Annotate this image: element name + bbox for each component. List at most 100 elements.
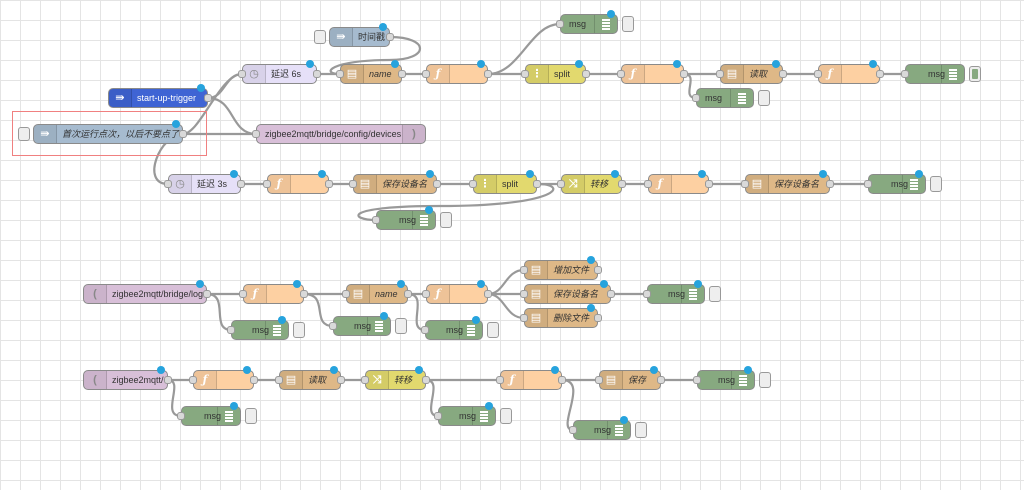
output-port[interactable] (164, 376, 172, 384)
debug-toggle[interactable] (500, 408, 512, 424)
output-port[interactable] (484, 290, 492, 298)
file-node-save[interactable]: ▤ 保存 (595, 366, 665, 390)
output-port[interactable] (179, 130, 187, 138)
debug-node-7[interactable]: msg (421, 316, 499, 340)
mqtt-in-node-plus[interactable]: ( zigbee2mqtt/+ (83, 366, 172, 390)
debug-node-9[interactable]: msg (177, 402, 257, 426)
function-node-3[interactable]: ƒ (814, 60, 884, 84)
input-port[interactable] (275, 376, 283, 384)
switch-node-transfer-1[interactable]: ⤨ 转移 (557, 170, 626, 194)
file-node-read-1[interactable]: ▤ 读取 (716, 60, 787, 84)
input-port[interactable] (814, 70, 822, 78)
output-port[interactable] (313, 70, 321, 78)
input-port[interactable] (557, 180, 565, 188)
input-port[interactable] (329, 322, 337, 330)
input-port[interactable] (595, 376, 603, 384)
inject-node-first-run[interactable]: ⇛ 首次运行点次，以后不要点了 (18, 120, 187, 144)
debug-toggle[interactable] (635, 422, 647, 438)
debug-toggle[interactable] (930, 176, 942, 192)
input-port[interactable] (239, 290, 247, 298)
output-port[interactable] (203, 290, 211, 298)
delay-node-6s[interactable]: ◷ 延迟 6s (238, 60, 321, 84)
debug-toggle[interactable] (759, 372, 771, 388)
split-node-2[interactable]: ⋮ split (469, 170, 541, 194)
debug-toggle[interactable] (709, 286, 721, 302)
output-port[interactable] (422, 376, 430, 384)
function-node-4[interactable]: ƒ (263, 170, 333, 194)
input-port[interactable] (556, 20, 564, 28)
input-port[interactable] (342, 290, 350, 298)
input-port[interactable] (692, 94, 700, 102)
input-port[interactable] (741, 180, 749, 188)
input-port[interactable] (864, 180, 872, 188)
function-node-2[interactable]: ƒ (617, 60, 688, 84)
debug-toggle[interactable] (293, 322, 305, 338)
file-node-save-device-name-3[interactable]: ▤ 保存设备名 (520, 280, 615, 304)
output-port[interactable] (533, 180, 541, 188)
input-port[interactable] (238, 70, 246, 78)
input-port[interactable] (422, 290, 430, 298)
debug-toggle[interactable] (758, 90, 770, 106)
mqtt-in-node-config-devices[interactable]: zigbee2mqtt/bridge/config/devices ) (252, 124, 426, 144)
input-port[interactable] (421, 326, 429, 334)
input-port[interactable] (164, 180, 172, 188)
output-port[interactable] (657, 376, 665, 384)
function-node-1[interactable]: ƒ (422, 60, 492, 84)
debug-node-5[interactable]: msg (227, 316, 305, 340)
debug-node-1[interactable]: msg (692, 88, 770, 108)
inject-node-start-up-trigger[interactable]: ⇛ start-up-trigger (108, 84, 212, 108)
output-port[interactable] (876, 70, 884, 78)
input-port[interactable] (422, 70, 430, 78)
debug-node-3[interactable]: msg (864, 170, 942, 194)
file-node-read-2[interactable]: ▤ 读取 (275, 366, 345, 390)
file-node-save-device-name-2[interactable]: ▤ 保存设备名 (741, 170, 834, 194)
input-port[interactable] (361, 376, 369, 384)
debug-toggle[interactable] (440, 212, 452, 228)
input-port[interactable] (434, 412, 442, 420)
file-node-add-file[interactable]: ▤ 增加文件 (520, 256, 602, 280)
output-port[interactable] (705, 180, 713, 188)
input-port[interactable] (521, 70, 529, 78)
debug-toggle[interactable] (622, 16, 634, 32)
output-port[interactable] (337, 376, 345, 384)
output-port[interactable] (204, 94, 212, 102)
input-port[interactable] (901, 70, 909, 78)
file-node-delete-file[interactable]: ▤ 删除文件 (520, 304, 602, 328)
input-port[interactable] (693, 376, 701, 384)
input-port[interactable] (716, 70, 724, 78)
input-port[interactable] (644, 180, 652, 188)
debug-toggle[interactable] (245, 408, 257, 424)
output-port[interactable] (250, 376, 258, 384)
debug-node-6[interactable]: msg (329, 312, 407, 336)
debug-toggle[interactable] (395, 318, 407, 334)
input-port[interactable] (189, 376, 197, 384)
input-port[interactable] (177, 412, 185, 420)
file-node-name-2[interactable]: ▤ name (342, 280, 412, 304)
output-port[interactable] (779, 70, 787, 78)
debug-toggle[interactable] (969, 66, 981, 82)
function-node-5[interactable]: ƒ (644, 170, 713, 194)
input-port[interactable] (496, 376, 504, 384)
function-node-6[interactable]: ƒ (239, 280, 308, 304)
debug-node-8[interactable]: msg (643, 280, 721, 304)
input-port[interactable] (569, 426, 577, 434)
debug-node-12[interactable]: msg (693, 366, 771, 390)
output-port[interactable] (826, 180, 834, 188)
switch-node-transfer-2[interactable]: ⤨ 转移 (361, 366, 430, 390)
inject-node-timestamp[interactable]: ⇛ 时间戳 (314, 23, 394, 47)
input-port[interactable] (372, 216, 380, 224)
debug-toggle[interactable] (487, 322, 499, 338)
output-port[interactable] (237, 180, 245, 188)
file-node-save-device-name-1[interactable]: ▤ 保存设备名 (349, 170, 441, 194)
delay-node-3s[interactable]: ◷ 延迟 3s (164, 170, 245, 194)
input-port[interactable] (336, 70, 344, 78)
inject-button[interactable] (314, 30, 326, 44)
output-port[interactable] (386, 33, 394, 41)
debug-node-10[interactable]: msg (434, 402, 512, 426)
output-port[interactable] (325, 180, 333, 188)
function-node-8[interactable]: ƒ (189, 366, 258, 390)
output-port[interactable] (433, 180, 441, 188)
function-node-7[interactable]: ƒ (422, 280, 492, 304)
debug-node-11[interactable]: msg (569, 416, 647, 440)
output-port[interactable] (618, 180, 626, 188)
